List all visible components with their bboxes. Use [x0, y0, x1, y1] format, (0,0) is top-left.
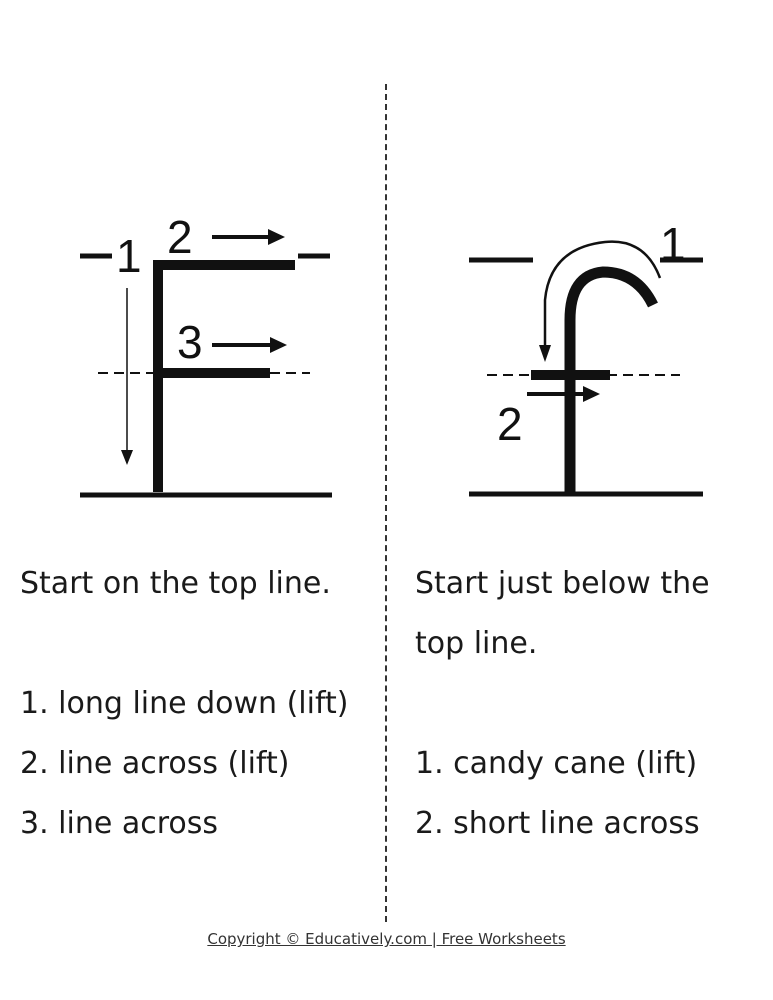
left-instructions: Start on the top line. 1. long line down…: [20, 554, 375, 854]
spacer: [20, 614, 375, 674]
center-divider: [385, 84, 387, 922]
right-arrow-1-head: [268, 229, 285, 245]
left-step-2: 2. line across (lift): [20, 746, 290, 781]
candy-cane-arrow-head: [539, 345, 551, 362]
right-step-2: 2. short line across: [415, 806, 700, 841]
left-step-1: 1. long line down (lift): [20, 686, 349, 721]
candy-cane-arrow-path: [543, 240, 662, 348]
step-label-1: 1: [116, 230, 142, 282]
copyright-footer-link[interactable]: Copyright © Educatively.com | Free Works…: [207, 930, 566, 948]
cross-arrow-head: [583, 386, 600, 402]
step-label-2: 2: [497, 398, 523, 450]
f-candy-cane-stroke: [564, 266, 658, 492]
letter-f-diagram: 1 2: [469, 218, 703, 497]
left-intro: Start on the top line.: [20, 566, 331, 601]
down-arrow-head: [121, 450, 133, 465]
right-intro-line-2: top line.: [415, 626, 538, 661]
left-step-3: 3. line across: [20, 806, 219, 841]
right-intro-line-1: Start just below the: [415, 566, 710, 601]
step-label-2: 2: [167, 211, 193, 263]
right-instructions: Start just below the top line. 1. candy …: [415, 554, 765, 854]
right-step-1: 1. candy cane (lift): [415, 746, 698, 781]
spacer: [415, 674, 765, 734]
letter-F-diagram: 1 2 3: [80, 211, 332, 498]
step-label-1: 1: [660, 218, 686, 270]
right-arrow-2-head: [270, 337, 287, 353]
step-label-3: 3: [177, 316, 203, 368]
